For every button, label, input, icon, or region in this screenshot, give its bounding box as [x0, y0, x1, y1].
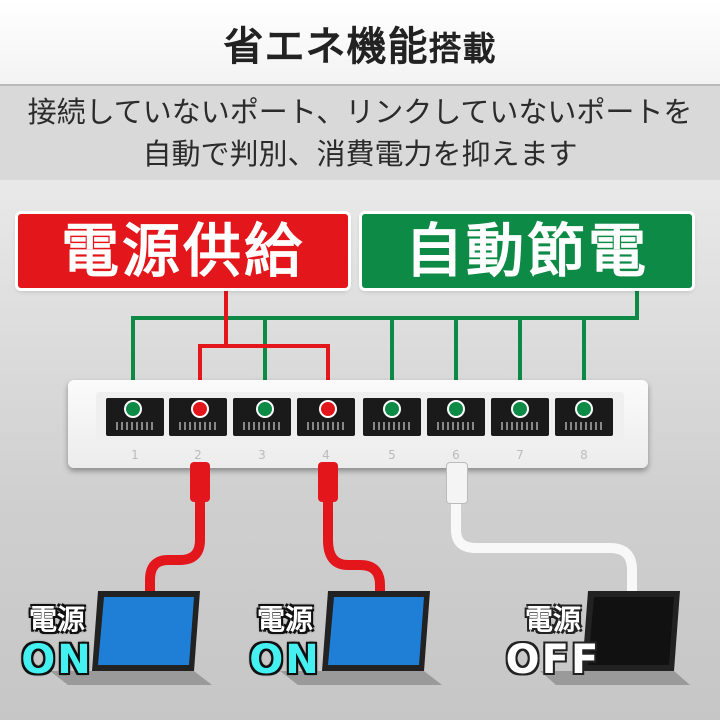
network-switch: 1 2 3 4 5 6 7 8 [68, 380, 648, 468]
laptop-1-icon [50, 591, 212, 685]
description: 接続していないポート、リンクしていないポートを 自動で判別、消費電力を抑えます [0, 91, 720, 175]
port-number-3: 3 [258, 448, 266, 462]
pc-1-status: 電源 ON [2, 603, 112, 683]
port-number-8: 8 [580, 448, 588, 462]
port-7-dot [511, 400, 529, 418]
auto-power-save-label: 自動節電 [362, 214, 692, 288]
pc-3-state: OFF [505, 637, 601, 683]
pc-2-state: ON [249, 637, 321, 683]
laptop-2-icon [280, 591, 442, 685]
port-number-7: 7 [516, 448, 524, 462]
port-6-dot [447, 400, 465, 418]
port-2-dot [191, 400, 209, 418]
port-8-dot [575, 400, 593, 418]
port-number-2: 2 [194, 448, 202, 462]
port-number-4: 4 [322, 448, 330, 462]
port-3-dot [256, 400, 274, 418]
title-bar: 省エネ機能搭載 [0, 0, 720, 86]
pc-3-label: 電源 [524, 603, 581, 636]
power-supply-label: 電源供給 [18, 214, 348, 288]
pc-1-state: ON [21, 637, 93, 683]
pc-1-label: 電源 [28, 603, 85, 636]
pc-2-status: 電源 ON [230, 603, 340, 683]
red-plug-1 [190, 462, 210, 502]
pc-3-status: 電源 OFF [498, 603, 608, 683]
page-title: 省エネ機能搭載 [223, 24, 497, 70]
description-line-2: 自動で判別、消費電力を抑えます [142, 137, 578, 171]
white-plug [446, 462, 468, 504]
port-5-dot [383, 400, 401, 418]
port-1-dot [124, 400, 142, 418]
laptop-3-icon [540, 591, 690, 685]
cables [145, 495, 637, 605]
port-number-1: 1 [131, 448, 139, 462]
description-line-1: 接続していないポート、リンクしていないポートを [27, 95, 693, 129]
red-plug-2 [318, 462, 338, 502]
pc-2-label: 電源 [256, 603, 313, 636]
port-number-6: 6 [452, 448, 460, 462]
port-4-dot [319, 400, 337, 418]
port-number-5: 5 [388, 448, 396, 462]
